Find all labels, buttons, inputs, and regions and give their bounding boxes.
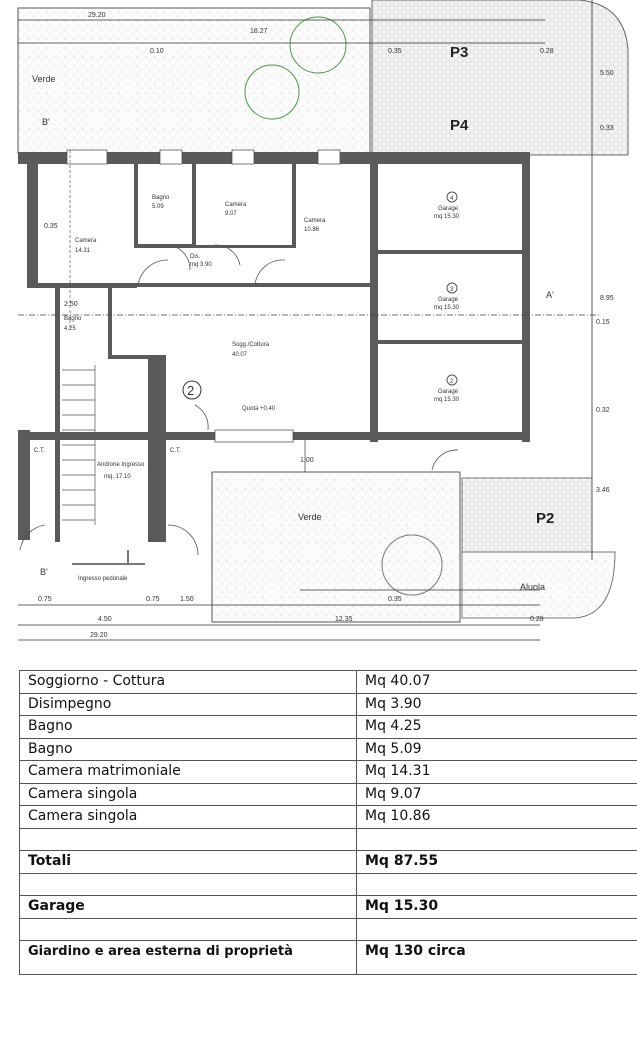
svg-text:mq 15.30: mq 15.30 xyxy=(434,305,460,311)
parking-p4-label: P4 xyxy=(450,117,469,134)
room-area: 5.09 xyxy=(152,204,164,210)
svg-text:mq 15.30: mq 15.30 xyxy=(434,397,460,403)
svg-text:Garage: Garage xyxy=(438,206,459,212)
svg-text:2: 2 xyxy=(450,379,454,385)
garage-2: 2 Garage mq 15.30 xyxy=(434,374,460,403)
spacer-row xyxy=(19,872,637,896)
svg-text:1.50: 1.50 xyxy=(180,596,194,603)
garage-3: 3 Garage mq 15.30 xyxy=(434,282,460,311)
svg-text:0.75: 0.75 xyxy=(146,596,160,603)
room-name: Camera xyxy=(304,218,326,224)
svg-text:2.50: 2.50 xyxy=(64,301,78,308)
svg-text:3: 3 xyxy=(450,287,454,293)
svg-text:0.28: 0.28 xyxy=(530,616,544,623)
room-area: mq. 17.10 xyxy=(104,474,131,480)
svg-text:0.28: 0.28 xyxy=(540,48,554,55)
aiuola-area xyxy=(461,551,616,619)
garden-top xyxy=(17,7,371,154)
section-marker: A' xyxy=(546,290,554,300)
room-name: Sogg./Cottura xyxy=(232,342,270,348)
garage-4: 4 Garage mq 15.30 xyxy=(434,191,460,220)
ct-label: C.T. xyxy=(170,448,181,454)
parking-p3-label: P3 xyxy=(450,44,468,61)
svg-text:5.50: 5.50 xyxy=(600,70,614,77)
svg-text:0.15: 0.15 xyxy=(596,319,610,326)
room-name: Dis. xyxy=(190,254,201,260)
svg-text:4.50: 4.50 xyxy=(98,616,112,623)
svg-text:0.10: 0.10 xyxy=(150,48,164,55)
svg-text:0.35: 0.35 xyxy=(44,223,58,230)
room-area: 4.25 xyxy=(64,326,76,332)
svg-text:0.75: 0.75 xyxy=(38,596,52,603)
room-area: mq 3.90 xyxy=(190,262,212,268)
section-marker: B' xyxy=(40,567,48,577)
quota-label: Quota +0.40 xyxy=(242,406,276,412)
ct-label: C.T. xyxy=(34,448,45,454)
svg-text:8.95: 8.95 xyxy=(600,295,614,302)
aiuola-label: Aluola xyxy=(520,582,545,592)
tree-icon xyxy=(381,534,443,596)
svg-text:0.33: 0.33 xyxy=(600,125,614,132)
garden-bottom-label: Verde xyxy=(298,512,322,522)
parking-area-top xyxy=(371,0,629,156)
room-name: Androne Ingresso xyxy=(97,462,145,468)
svg-text:18.27: 18.27 xyxy=(250,28,268,35)
garden-bottom xyxy=(211,471,461,623)
parking-p2-label: P2 xyxy=(536,510,554,527)
svg-text:1.00: 1.00 xyxy=(300,457,314,464)
svg-text:0.32: 0.32 xyxy=(596,407,610,414)
svg-text:12.35: 12.35 xyxy=(335,616,353,623)
room-name: Camera xyxy=(225,202,247,208)
floor-plan: Verde Verde P3 P4 P2 Aluola B' B' A' 2 C… xyxy=(17,0,629,641)
room-area: 10.86 xyxy=(304,227,320,233)
entry-label: Ingresso pedonale xyxy=(78,576,128,582)
parking-area-p2 xyxy=(461,477,593,553)
svg-text:4: 4 xyxy=(450,196,454,202)
svg-text:3.46: 3.46 xyxy=(596,487,610,494)
tree-icon xyxy=(289,16,347,74)
svg-text:29.20: 29.20 xyxy=(90,632,108,639)
section-marker: B' xyxy=(42,117,50,127)
tree-icon xyxy=(244,64,300,120)
room-area: 14.31 xyxy=(75,248,91,254)
spacer-row xyxy=(19,827,637,851)
svg-text:mq 15.30: mq 15.30 xyxy=(434,214,460,220)
room-name: Camera xyxy=(75,238,97,244)
room-area: 40.07 xyxy=(232,352,248,358)
svg-text:29.20: 29.20 xyxy=(88,12,106,19)
svg-text:Garage: Garage xyxy=(438,297,459,303)
room-area: 9.07 xyxy=(225,211,237,217)
spacer-row xyxy=(19,917,637,941)
unit-number: 2 xyxy=(187,383,194,398)
room-name: Bagno xyxy=(64,316,82,322)
garden-top-label: Verde xyxy=(32,74,56,84)
dimensions: 29.20 18.27 0.10 0.35 0.28 5.50 0.33 8.9… xyxy=(38,12,614,639)
svg-text:0.35: 0.35 xyxy=(388,596,402,603)
svg-text:0.35: 0.35 xyxy=(388,48,402,55)
room-name: Bagno xyxy=(152,195,170,201)
svg-text:Garage: Garage xyxy=(438,389,459,395)
